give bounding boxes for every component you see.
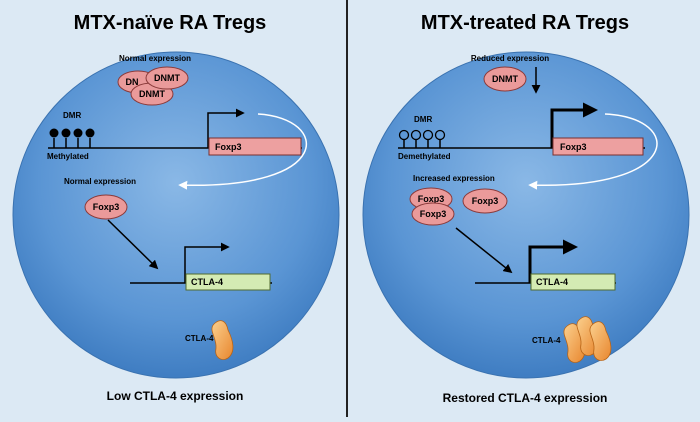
ctla4-protein [211, 320, 234, 360]
transcription-arrow [178, 113, 307, 190]
dnmt-protein-cluster: DN DNMT DNMT [117, 66, 189, 106]
panel-footer: Low CTLA-4 expression [107, 389, 244, 403]
dnmt-protein-label: DN [126, 77, 139, 87]
methyl-group-filled [61, 128, 71, 138]
foxp3-expression-label: Normal expression [64, 177, 136, 186]
dnmt-expression-label: Reduced expression [471, 54, 549, 63]
cell-body [12, 51, 340, 379]
foxp3-protein-label: Foxp3 [93, 202, 120, 212]
ctla4-gene-label: CTLA-4 [191, 277, 223, 287]
foxp3-protein [411, 202, 455, 226]
foxp3-expression-label: Increased expression [413, 174, 495, 183]
methyl-group-empty [434, 129, 446, 141]
promoter-arrow-strong [528, 239, 578, 283]
panel-mtx-naive: MTX-naïve RA Tregs Normal expression DN … [12, 12, 340, 403]
methyl-group-filled [49, 128, 59, 138]
ctla4-gene-box [185, 273, 271, 291]
foxp3-protein [462, 188, 508, 214]
ctla4-protein-label: CTLA-4 [185, 334, 214, 343]
promoter-arrow-strong [550, 102, 598, 148]
methyl-group-filled [73, 128, 83, 138]
methyl-group-empty [398, 129, 410, 141]
transcription-arrow [528, 113, 658, 190]
ctla4-protein-cluster [563, 316, 612, 363]
methylation-label: Demethylated [398, 152, 451, 161]
binding-arrow [455, 227, 513, 274]
foxp3-protein [84, 194, 128, 220]
ctla4-protein-label: CTLA-4 [532, 336, 561, 345]
foxp3-protein-label: Foxp3 [418, 194, 445, 204]
methyl-group-filled [85, 128, 95, 138]
methyl-group-empty [422, 129, 434, 141]
promoter-arrow [207, 108, 245, 148]
foxp3-gene-label: Foxp3 [560, 142, 587, 152]
dmr-label: DMR [414, 115, 432, 124]
methylation-label: Methylated [47, 152, 89, 161]
methylation-lollipops [49, 128, 95, 148]
dnmt-protein-label: DNMT [492, 74, 518, 84]
dnmt-expression-label: Normal expression [119, 54, 191, 63]
dnmt-protein [145, 66, 189, 90]
ctla4-gene-label: CTLA-4 [536, 277, 568, 287]
panel-footer: Restored CTLA-4 expression [443, 391, 608, 405]
methylation-lollipops [398, 129, 446, 148]
foxp3-gene-box [552, 137, 644, 156]
promoter-arrow [184, 242, 230, 283]
ctla4-protein [589, 321, 612, 361]
dnmt-protein-label: DNMT [139, 89, 165, 99]
binding-arrow [107, 219, 159, 270]
foxp3-protein-label: Foxp3 [420, 209, 447, 219]
dmr-label: DMR [63, 111, 81, 120]
ctla4-gene-box [530, 273, 616, 291]
panel-title: MTX-treated RA Tregs [421, 12, 629, 34]
foxp3-protein-label: Foxp3 [472, 196, 499, 206]
methyl-group-empty [410, 129, 422, 141]
panel-title: MTX-naïve RA Tregs [74, 12, 267, 34]
dnmt-protein [483, 66, 527, 92]
foxp3-gene-box [208, 137, 302, 156]
dnmt-protein-label: DNMT [154, 73, 180, 83]
foxp3-gene-label: Foxp3 [215, 142, 242, 152]
panel-mtx-treated: MTX-treated RA Tregs Reduced expression … [362, 12, 690, 405]
